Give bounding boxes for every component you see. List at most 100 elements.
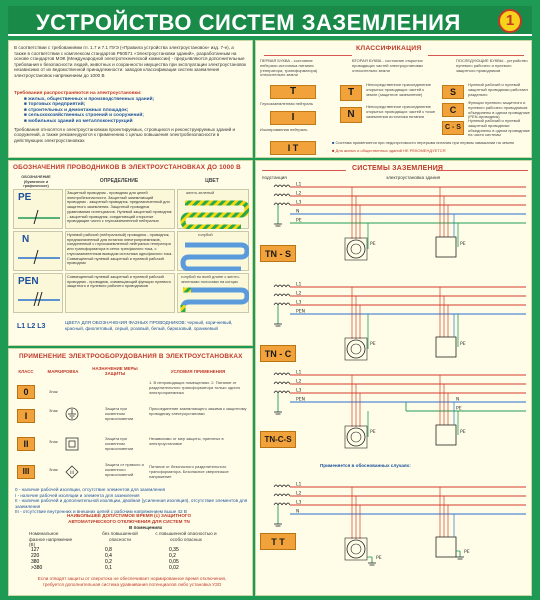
- col-color: ЦВЕТ: [205, 178, 219, 184]
- legend-item: I - наличие рабочей изоляции и элемента …: [15, 492, 140, 498]
- load-box: [435, 536, 457, 558]
- wire-label: L3: [296, 500, 302, 506]
- application-panel: ПРИМЕНЕНИЕ ЭЛЕКТРООБОРУДОВАНИЯ В ЭЛЕКТРО…: [8, 348, 253, 596]
- requirement-item: ■ строительных и демонтажных площадок;: [24, 107, 129, 113]
- class-legend: 0 - наличие рабочей изоляции, отсутствие…: [15, 487, 251, 515]
- transformer-coil: [277, 502, 283, 506]
- pe-symbol-cell: PE: [13, 189, 63, 229]
- conductors-panel: ОБОЗНАЧЕНИЯ ПРОВОДНИКОВ В ЭЛЕКТРОУСТАНОВ…: [8, 160, 253, 346]
- class-II-mark: Знак: [49, 439, 58, 444]
- transformer-coil: [285, 184, 291, 188]
- transformer-coil: [273, 372, 279, 376]
- wire-label: N: [296, 509, 299, 515]
- phase-colors-note: ЦВЕТА ДЛЯ ОБОЗНАЧЕНИЯ ФАЗНЫХ ПРОВОДНИКОВ…: [65, 320, 233, 331]
- requirement-item: ■ жилых, общественных и производственных…: [24, 96, 155, 102]
- letter-CS-desc: Нулевой рабочий и нулевой защитный прово…: [468, 119, 530, 137]
- letter-I-first: I: [270, 111, 316, 125]
- pe-cable-icon: [180, 200, 249, 229]
- pen-cable-icon: [180, 287, 249, 312]
- n-symbol-cell: N: [13, 231, 63, 271]
- wire-label: L2: [296, 291, 302, 297]
- motor-icon: [350, 343, 362, 355]
- transformer-coil: [281, 302, 287, 306]
- wire-label: L2: [296, 379, 302, 385]
- svg-text:III: III: [70, 470, 74, 476]
- col-definition: ОПРЕДЕЛЕНИЕ: [99, 178, 139, 184]
- systems-panel: СИСТЕМЫ ЗАЗЕМЛЕНИЯ подстанция электроуст…: [255, 160, 532, 596]
- tn-c-s-label: TN-C-S: [260, 431, 296, 448]
- motor-icon-frame: [344, 337, 368, 361]
- class-0-mark: Знак: [49, 389, 58, 394]
- transformer-coil: [285, 193, 291, 197]
- time-col-danger: с повышенной опасностью и особо опасных: [155, 531, 217, 542]
- transformer-coil: [277, 390, 283, 394]
- n-definition: Нулевой рабочий (нейтральный) проводник …: [65, 231, 175, 271]
- transformer-coil: [277, 372, 283, 376]
- intro-text-2: Требования относятся к электроустановкам…: [14, 126, 236, 143]
- time-col-voltage: Номинальное фазное напряжение (В): [29, 531, 73, 548]
- letter-S-desc: Нулевой рабочий и нулевой защитный прово…: [468, 83, 529, 97]
- requirement-item: ■ торговых предприятий;: [24, 102, 86, 108]
- letter-S: S: [442, 85, 464, 99]
- transformer-coil: [285, 484, 291, 488]
- letter-I-first-desc: Изолированная нейтраль: [260, 127, 308, 132]
- wire-label: L1: [296, 282, 302, 288]
- transformer-coil: [277, 302, 283, 306]
- class-I-cond: Присоединение заземляющего зажима к защи…: [149, 407, 247, 416]
- transformer-coil: [281, 193, 287, 197]
- requirement-item: ■ сельскохозяйственных строений и сооруж…: [24, 113, 144, 119]
- requirement-item: ■ мобильных зданий из металлоконструкций: [24, 118, 133, 124]
- time-col-normal: без повышенной опасности: [102, 531, 138, 542]
- tt-label: T T: [260, 533, 296, 550]
- pe-code: PE: [18, 192, 32, 203]
- pen-graphic-symbol: [18, 291, 60, 307]
- time-table-footnote: Если отводят защиты от сверхтока не обес…: [37, 576, 227, 587]
- wire-label: N: [456, 397, 459, 403]
- divider: [264, 55, 352, 56]
- wire-label: L1: [296, 182, 302, 188]
- letter-CS: C - S: [442, 121, 464, 135]
- class-0-box: 0: [17, 385, 35, 399]
- wire-label: PE: [370, 429, 376, 435]
- transformer-coil: [277, 381, 283, 385]
- transformer-coil: [277, 284, 283, 288]
- transformer-coil: [285, 390, 291, 394]
- transformer-coil: [281, 493, 287, 497]
- motor-icon: [350, 431, 362, 443]
- tt-note: Применяется в обоснованных случаях:: [320, 463, 411, 468]
- class-II-measure: Защита при косвенном прикосновении: [105, 436, 134, 451]
- table-row: 127 0,8 0,35: [31, 547, 179, 553]
- load-box: [435, 236, 457, 258]
- wire-label: N: [296, 209, 299, 215]
- transformer-coil: [285, 202, 291, 206]
- transformer-coil: [281, 502, 287, 506]
- transformer-coil: [281, 293, 287, 297]
- letter-C: C: [442, 103, 464, 117]
- time-table-subheader: В помещениях: [129, 525, 163, 530]
- transformer-coil: [277, 193, 283, 197]
- load-box: [435, 424, 457, 446]
- motor-icon: [350, 543, 362, 555]
- legend-item: II - наличие рабочей и дополнительной из…: [15, 498, 248, 509]
- conductors-header: ОБОЗНАЧЕНИЯ ПРОВОДНИКОВ В ЭЛЕКТРОУСТАНОВ…: [13, 164, 241, 171]
- letter-T-first: T: [270, 85, 316, 99]
- letter-N-second: N: [340, 107, 362, 123]
- pen-color-cell: голубой по всей длине с желто-зелеными п…: [177, 273, 249, 313]
- systems-header: СИСТЕМЫ ЗАЗЕМЛЕНИЯ: [352, 165, 444, 172]
- transformer-coil: [281, 484, 287, 488]
- wire-label: L1: [296, 482, 302, 488]
- load-box: [435, 336, 457, 358]
- transformer-coil: [277, 293, 283, 297]
- it-system-box: I T: [270, 141, 316, 155]
- transformer-coil: [273, 484, 279, 488]
- pe-graphic-symbol: [18, 209, 60, 225]
- transformer-coil: [273, 184, 279, 188]
- transformer-coil: [277, 493, 283, 497]
- motor-icon: [346, 539, 366, 559]
- letter-T-second-desc: Непосредственное присоединение открытых …: [366, 83, 432, 97]
- transformer-coil: [281, 284, 287, 288]
- wire-label: PE: [296, 218, 302, 224]
- class-III-cond: Питание от безопасного разделительного т…: [149, 465, 229, 479]
